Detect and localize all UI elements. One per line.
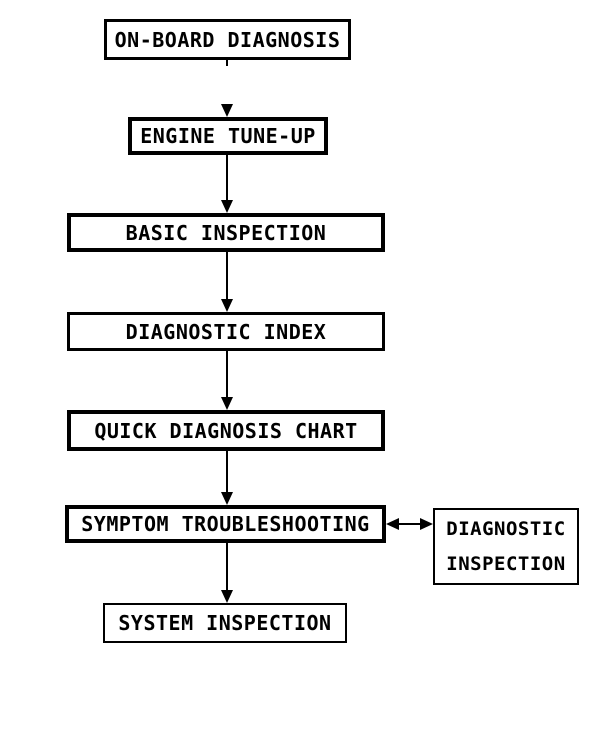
connector-basic-to-index-line: [226, 252, 228, 300]
node-basic-inspection: BASIC INSPECTION: [67, 213, 385, 252]
connector-index-to-chart-line: [226, 351, 228, 398]
connector-symptom-to-system-line: [226, 543, 228, 591]
arrow-down-icon: [221, 492, 233, 505]
arrow-down-icon: [221, 590, 233, 603]
arrow-down-icon: [221, 104, 233, 117]
arrow-right-icon: [420, 518, 433, 530]
connector-tuneup-to-basic-line: [226, 155, 228, 201]
node-diagnostic-inspection: DIAGNOSTIC INSPECTION: [433, 508, 579, 585]
node-basic-inspection-label: BASIC INSPECTION: [125, 220, 327, 245]
arrow-down-icon: [221, 200, 233, 213]
node-quick-diagnosis-chart-label: QUICK DIAGNOSIS CHART: [94, 418, 358, 443]
arrow-left-icon: [386, 518, 399, 530]
node-quick-diagnosis-chart: QUICK DIAGNOSIS CHART: [67, 410, 385, 451]
connector-chart-to-symptom-line: [226, 451, 228, 493]
arrow-down-icon: [221, 397, 233, 410]
node-diagnostic-inspection-label-line2: INSPECTION: [446, 552, 566, 575]
node-diagnostic-inspection-label-line1: DIAGNOSTIC: [446, 517, 566, 540]
node-engine-tune-up-label: ENGINE TUNE-UP: [140, 124, 316, 148]
node-system-inspection-label: SYSTEM INSPECTION: [118, 611, 332, 635]
node-symptom-troubleshooting-label: SYMPTOM TROUBLESHOOTING: [81, 512, 370, 536]
node-system-inspection: SYSTEM INSPECTION: [103, 603, 347, 643]
node-diagnostic-index-label: DIAGNOSTIC INDEX: [125, 319, 327, 344]
connector-onboard-to-tuneup-line: [226, 60, 228, 66]
node-symptom-troubleshooting: SYMPTOM TROUBLESHOOTING: [65, 505, 386, 543]
node-engine-tune-up: ENGINE TUNE-UP: [128, 117, 328, 155]
connector-symptom-to-diagnostic-inspection-line: [397, 523, 422, 525]
node-on-board-diagnosis-label: ON-BOARD DIAGNOSIS: [114, 27, 341, 52]
arrow-down-icon: [221, 299, 233, 312]
node-diagnostic-index: DIAGNOSTIC INDEX: [67, 312, 385, 351]
node-on-board-diagnosis: ON-BOARD DIAGNOSIS: [104, 19, 351, 60]
